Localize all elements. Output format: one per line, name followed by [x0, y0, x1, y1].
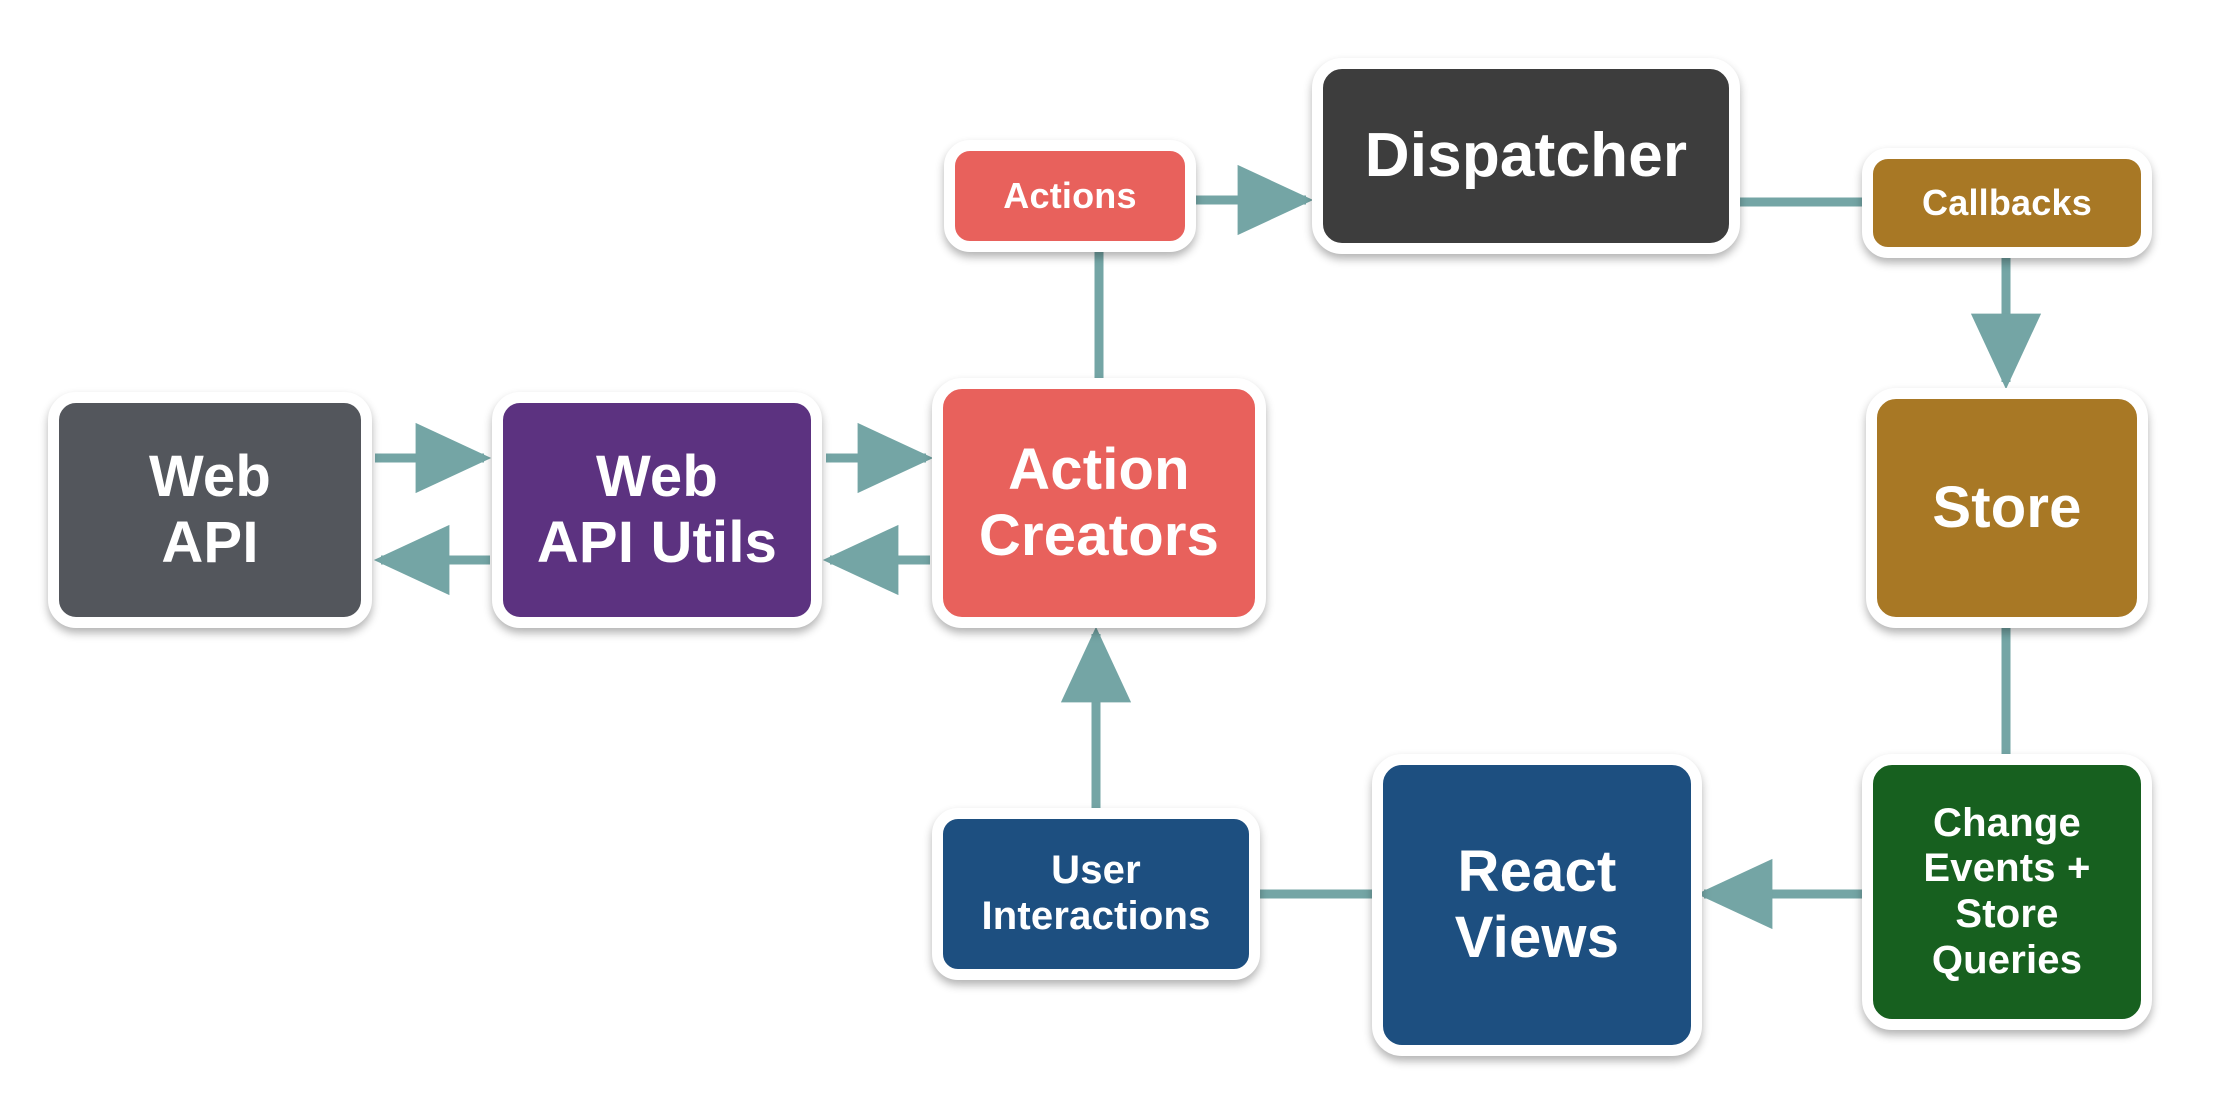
node-change-events-label: Change Events + Store Queries [1923, 800, 2091, 982]
node-web-api[interactable]: Web API [48, 392, 372, 628]
node-web-api-utils-label: Web API Utils [536, 443, 778, 575]
node-actions-label: Actions [1003, 175, 1137, 217]
node-action-creators[interactable]: Action Creators [932, 378, 1266, 628]
node-web-api-utils[interactable]: Web API Utils [492, 392, 822, 628]
node-action-creators-label: Action Creators [978, 436, 1220, 568]
node-store-label: Store [1932, 474, 2082, 540]
node-actions[interactable]: Actions [944, 140, 1196, 252]
node-store[interactable]: Store [1866, 388, 2148, 628]
node-react-views-label: React Views [1454, 838, 1620, 970]
node-dispatcher[interactable]: Dispatcher [1312, 58, 1740, 254]
node-react-views[interactable]: React Views [1372, 754, 1702, 1056]
node-callbacks-label: Callbacks [1922, 182, 2092, 224]
node-web-api-label: Web API [149, 443, 271, 575]
node-user-interactions[interactable]: User Interactions [932, 808, 1260, 980]
node-callbacks[interactable]: Callbacks [1862, 148, 2152, 258]
node-dispatcher-label: Dispatcher [1364, 120, 1688, 190]
node-user-interactions-label: User Interactions [981, 848, 1211, 938]
node-change-events-store-queries[interactable]: Change Events + Store Queries [1862, 754, 2152, 1030]
